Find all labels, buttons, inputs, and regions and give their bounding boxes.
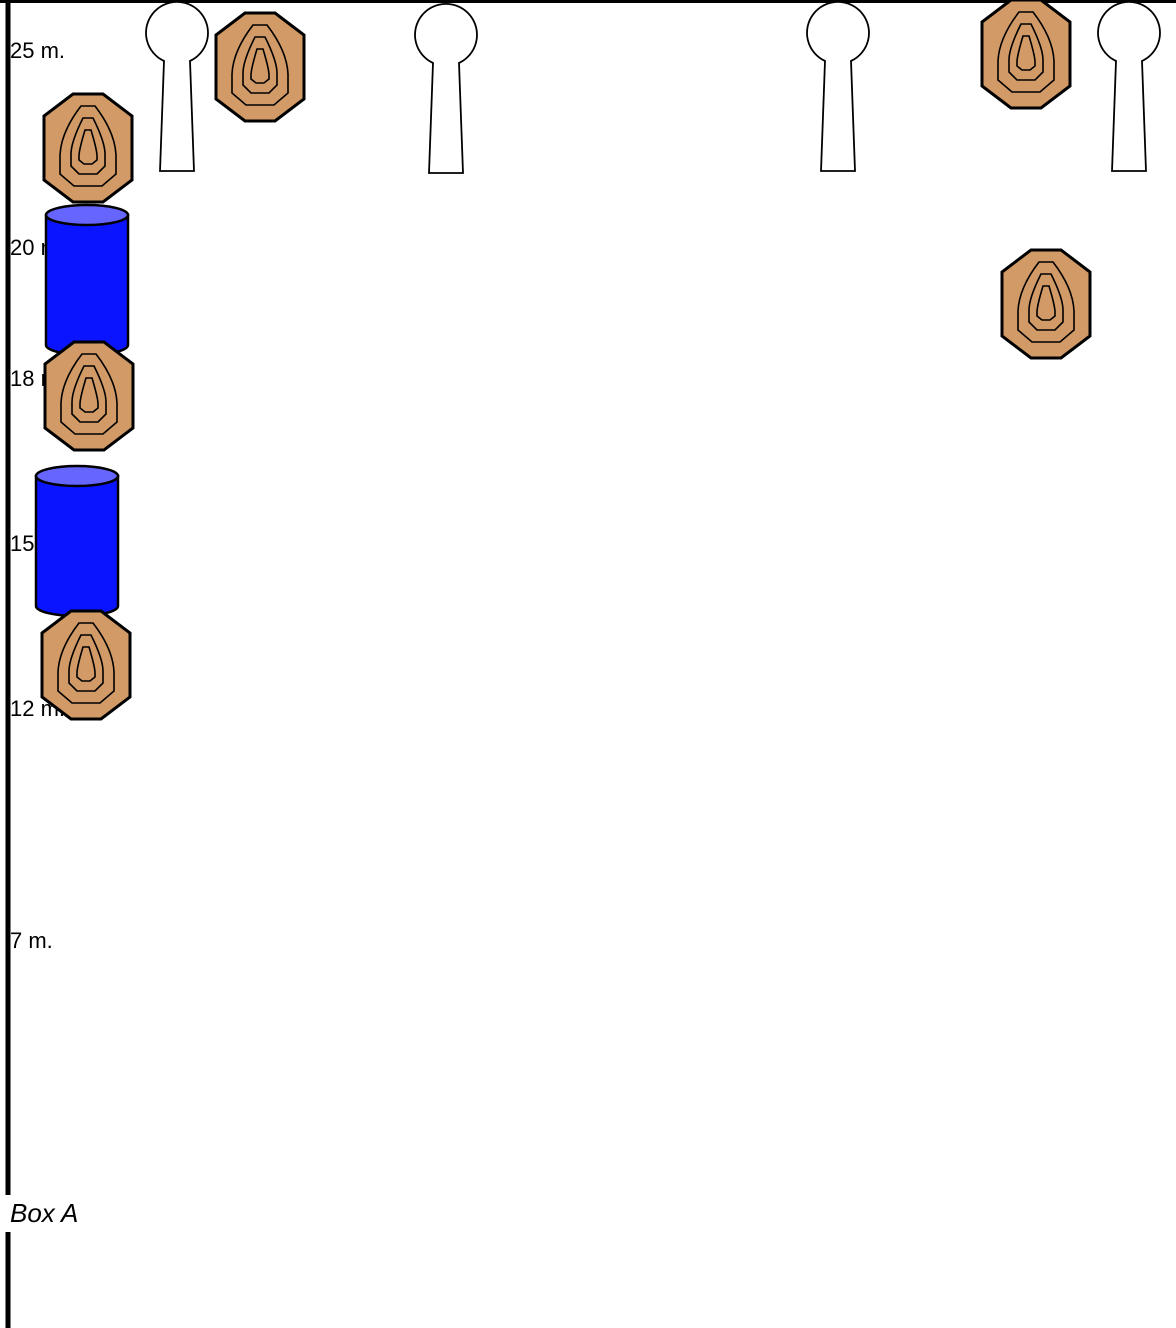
popper-icon (1098, 2, 1160, 171)
popper-icon (146, 2, 208, 171)
popper-icon (415, 4, 477, 173)
ipsc-target-icon (982, 0, 1070, 108)
ipsc-target-icon (42, 611, 130, 719)
barrel-icon (46, 205, 128, 355)
ipsc-target-icon (216, 13, 304, 121)
ipsc-target-icon (44, 94, 132, 202)
barrel-icon (36, 466, 118, 616)
popper-icon (807, 2, 869, 171)
ipsc-target-icon (1002, 250, 1090, 358)
ipsc-target-icon (45, 342, 133, 450)
